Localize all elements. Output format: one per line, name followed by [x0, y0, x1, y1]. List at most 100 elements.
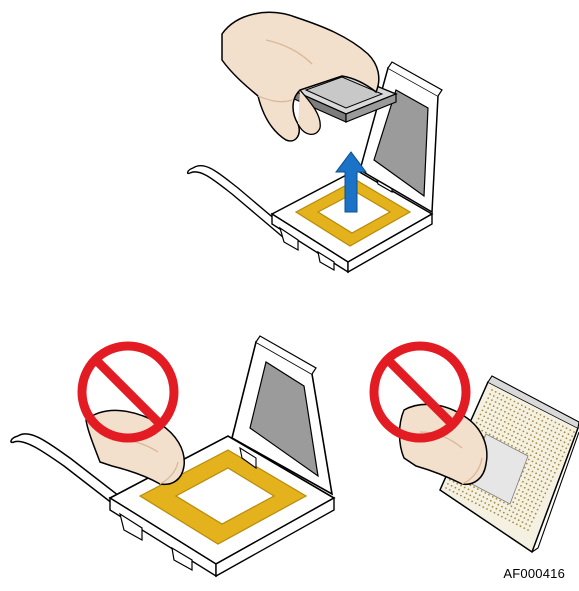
processor-pin	[539, 454, 541, 456]
processor-pin	[473, 486, 475, 488]
processor-pin	[549, 424, 551, 426]
processor-pin	[573, 431, 575, 433]
processor-pin	[500, 439, 502, 441]
processor-pin	[541, 470, 543, 472]
processor-pin	[531, 491, 533, 493]
processor-pin	[522, 491, 524, 493]
processor-pin	[537, 438, 539, 440]
processor-pin	[532, 420, 534, 422]
processor-pin	[491, 409, 493, 411]
processor-pin	[533, 507, 535, 509]
processor-pin	[497, 514, 499, 516]
processor-pin	[513, 431, 515, 433]
processor-pin	[468, 489, 470, 491]
processor-pin	[506, 427, 508, 429]
processor-pin	[544, 492, 546, 494]
processor-pin	[481, 490, 483, 492]
processor-pin	[546, 478, 548, 480]
processor-pin	[551, 420, 553, 422]
processor-pin	[496, 508, 498, 510]
processor-pin	[496, 417, 498, 419]
processor-pin	[521, 435, 523, 437]
processor-pin	[516, 503, 518, 505]
processor-pin	[556, 468, 558, 470]
processor-pin	[505, 508, 507, 510]
processor-pin	[527, 509, 529, 511]
processor-pin	[475, 492, 477, 494]
processor-pin	[519, 409, 521, 411]
processor-pin	[531, 521, 533, 523]
processor-pin	[490, 510, 492, 512]
processor-pin	[565, 447, 567, 449]
processor-pin	[508, 423, 510, 425]
processor-pin	[506, 417, 508, 419]
processor-pin	[473, 496, 475, 498]
processor-pin	[477, 488, 479, 490]
processor-pin	[545, 452, 547, 454]
processor-pin	[550, 460, 552, 462]
processor-pin	[517, 443, 519, 445]
processor-pin	[507, 514, 509, 516]
processor-pin	[482, 506, 484, 508]
processor-pin	[547, 418, 549, 420]
processor-pin	[526, 503, 528, 505]
processor-pin	[534, 446, 536, 448]
processor-pin	[532, 461, 534, 463]
processor-pin	[518, 489, 520, 491]
processor-pin	[494, 512, 496, 514]
processor-pin	[498, 413, 500, 415]
processor-pin	[546, 488, 548, 490]
processor-pin	[496, 498, 498, 500]
processor-pin	[526, 483, 528, 485]
processor-pin	[558, 444, 560, 446]
processor-pin	[502, 425, 504, 427]
processor-pin	[519, 419, 521, 421]
processor-pin	[562, 425, 564, 427]
processor-pin	[545, 442, 547, 444]
processor-pin	[551, 440, 553, 442]
processor-pin	[520, 485, 522, 487]
processor-pin	[530, 414, 532, 416]
processor-pin	[536, 442, 538, 444]
panel-lift-processor	[188, 12, 442, 272]
processor-pin	[539, 495, 541, 497]
processor-pin	[525, 406, 527, 408]
processor-pin	[515, 427, 517, 429]
processor-pin	[560, 440, 562, 442]
processor-pin	[523, 431, 525, 433]
processor-pin	[528, 459, 530, 461]
processor-pin	[526, 473, 528, 475]
processor-pin	[527, 412, 529, 414]
processor-pin	[543, 456, 545, 458]
processor-pin	[522, 511, 524, 513]
processor-pin	[549, 454, 551, 456]
processor-pin	[464, 497, 466, 499]
processor-pin	[537, 448, 539, 450]
processor-pin	[476, 422, 478, 424]
processor-pin	[466, 493, 468, 495]
processor-pin	[499, 500, 501, 502]
processor-pin	[543, 466, 545, 468]
processor-pin	[564, 452, 566, 454]
processor-pin	[545, 422, 547, 424]
processor-pin	[518, 509, 520, 511]
processor-pin	[531, 501, 533, 503]
processor-pin	[504, 401, 506, 403]
processor-pin	[552, 456, 554, 458]
processor-pin	[507, 504, 509, 506]
load-lever	[188, 166, 290, 238]
processor-pin	[518, 519, 520, 521]
processor-pin	[532, 450, 534, 452]
processor-pin	[528, 408, 530, 410]
processor-pin	[545, 462, 547, 464]
processor-pin	[464, 487, 466, 489]
processor-pin	[554, 432, 556, 434]
processor-pin	[510, 409, 512, 411]
processor-pin	[514, 507, 516, 509]
processor-pin	[524, 517, 526, 519]
processor-pin	[566, 437, 568, 439]
processor-pin	[482, 410, 484, 412]
processor-pin	[479, 504, 481, 506]
processor-pin	[492, 506, 494, 508]
